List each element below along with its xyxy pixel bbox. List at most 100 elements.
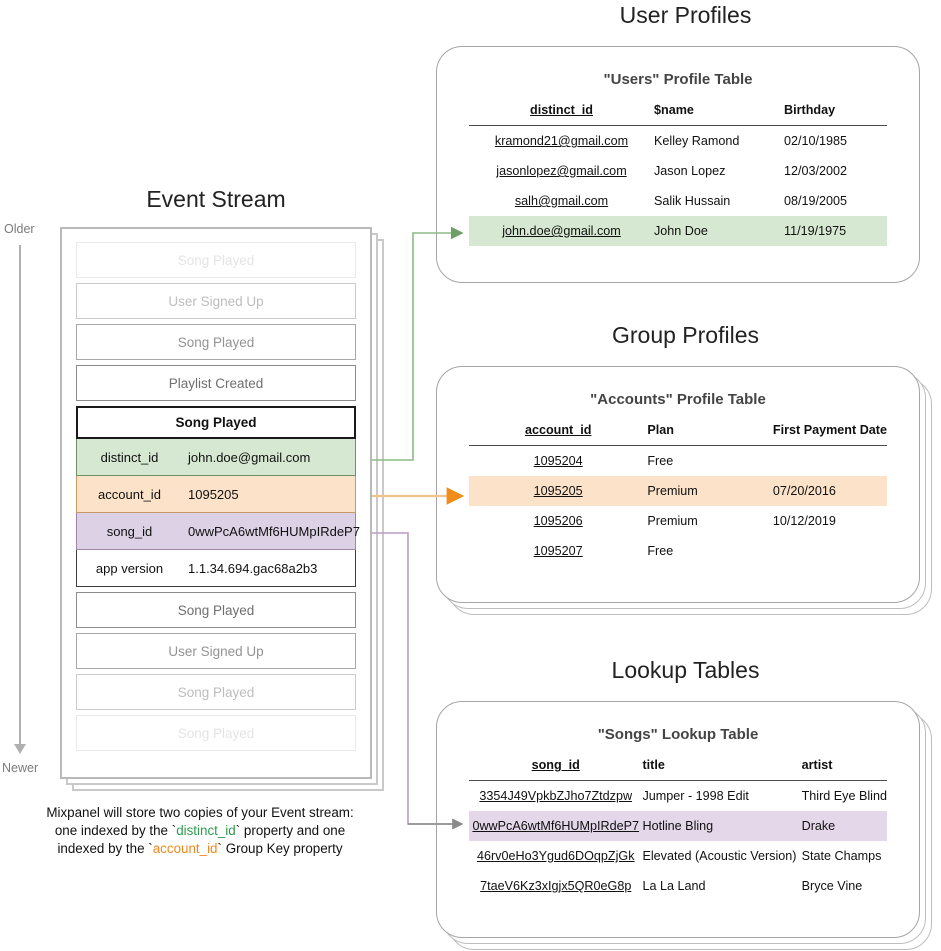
- event-property-value: 0wwPcA6wtMf6HUMpIRdeP7: [188, 523, 360, 539]
- users-profile-table: distinct_id $name Birthday kramond21@gmail…: [469, 100, 887, 246]
- table-cell-text: Elevated (Acoustic Version): [642, 849, 797, 863]
- event-property-value: john.doe@gmail.com: [188, 449, 311, 465]
- table-row[interactable]: jasonlopez@gmail.com Jason Lopez 12/03/200…: [469, 156, 887, 186]
- table-cell: 0wwPcA6wtMf6HUMpIRdeP7: [469, 811, 643, 841]
- event-box-label: Song Played: [177, 334, 255, 350]
- users-table-title: "Users" Profile Table: [603, 71, 753, 88]
- table-cell-text: 0wwPcA6wtMf6HUMpIRdeP7: [472, 819, 640, 833]
- table-cell-text: john.doe@gmail.com: [502, 224, 621, 238]
- table-cell: 02/10/1985: [784, 126, 887, 157]
- event-box[interactable]: Playlist Created: [76, 365, 356, 401]
- lookup-tables-title: Lookup Tables: [611, 657, 760, 683]
- event-box-label: Playlist Created: [168, 375, 264, 391]
- table-cell: Kelley Ramond: [654, 126, 784, 157]
- event-property-value: 1095205: [188, 486, 239, 502]
- table-cell-text: salh@gmail.com: [514, 194, 609, 208]
- table-header-row: distinct_id $name Birthday: [469, 100, 887, 126]
- table-cell-text: 10/12/2019: [772, 514, 836, 528]
- distinct-id-token: distinct_id: [176, 823, 236, 838]
- column-header: artist: [801, 755, 887, 781]
- table-cell-text: jasonlopez@gmail.com: [496, 164, 627, 178]
- table-cell: jasonlopez@gmail.com: [469, 156, 654, 186]
- timeline-axis: [19, 245, 21, 750]
- table-cell: Salik Hussain: [654, 186, 784, 216]
- table-cell: Elevated (Acoustic Version): [642, 841, 801, 871]
- table-cell-text: kramond21@gmail.com: [494, 134, 629, 148]
- table-cell-text: Hotline Bling: [642, 819, 714, 833]
- table-cell: Premium: [647, 476, 773, 506]
- table-cell-text: 02/10/1985: [784, 134, 848, 148]
- event-box[interactable]: Song Played: [76, 715, 356, 751]
- column-header-label: Plan: [647, 423, 674, 437]
- caption-line-2: one indexed by the `distinct_id` propert…: [54, 823, 346, 838]
- column-header: song_id: [469, 755, 643, 781]
- event-box-label: Song Played: [177, 602, 255, 618]
- column-header: First Payment Date: [772, 420, 887, 446]
- table-cell: 08/19/2005: [784, 186, 887, 216]
- event-box[interactable]: User Signed Up: [76, 633, 356, 669]
- table-cell: [773, 536, 887, 566]
- timeline-newer-label: Newer: [2, 761, 39, 775]
- column-header-label: title: [642, 758, 665, 772]
- songs-table-title: "Songs" Lookup Table: [597, 726, 759, 743]
- table-cell-text: 1095205: [533, 484, 583, 498]
- table-cell: Drake: [801, 811, 887, 841]
- table-row[interactable]: 1095204 Free: [469, 446, 887, 477]
- event-property-key: distinct_id: [100, 449, 159, 465]
- table-cell: 46rv0eHo3Ygud6DOqpZjGk: [469, 841, 642, 871]
- table-cell-text: Salik Hussain: [654, 194, 731, 208]
- table-cell: [773, 446, 887, 477]
- table-cell-text: Third Eye Blind: [801, 789, 887, 803]
- event-box-label: User Signed Up: [168, 643, 264, 659]
- table-cell: salh@gmail.com: [469, 186, 654, 216]
- table-cell: 12/03/2002: [784, 156, 887, 186]
- table-cell: Jumper - 1998 Edit: [642, 781, 801, 812]
- table-cell-text: Jason Lopez: [654, 164, 726, 178]
- table-row[interactable]: 3354J49VpkbZJho7Ztdzpw Jumper - 1998 Edit…: [469, 781, 887, 812]
- table-cell: Free: [647, 536, 773, 566]
- event-box[interactable]: Song Played: [76, 324, 356, 360]
- table-row[interactable]: salh@gmail.com Salik Hussain 08/19/2005: [469, 186, 887, 216]
- table-cell: 1095205: [469, 476, 648, 506]
- column-header: $name: [654, 100, 784, 126]
- event-property-row: account_id 1095205: [76, 476, 356, 513]
- column-header: account_id: [469, 420, 648, 446]
- column-header-label: distinct_id: [530, 103, 593, 117]
- table-cell-text: Free: [647, 454, 674, 468]
- timeline-older-label: Older: [4, 222, 35, 236]
- event-stream-title: Event Stream: [146, 186, 286, 212]
- table-cell: 1095207: [469, 536, 647, 566]
- column-header-label: Birthday: [784, 103, 836, 117]
- column-header-label: $name: [654, 103, 694, 117]
- event-property-value: 1.1.34.694.gac68a2b3: [188, 560, 318, 576]
- expanded-event[interactable]: Song Played distinct_id john.doe@gmail.com…: [76, 406, 360, 587]
- table-cell-text: 1095204: [533, 454, 583, 468]
- table-cell-text: Drake: [801, 819, 836, 833]
- table-cell-text: 1095206: [533, 514, 583, 528]
- column-header-label: First Payment Date: [772, 423, 887, 437]
- event-box[interactable]: Song Played: [76, 592, 356, 628]
- table-cell: john.doe@gmail.com: [469, 216, 654, 246]
- table-cell: 07/20/2016: [772, 476, 887, 506]
- event-box-label: Song Played: [177, 252, 255, 268]
- table-cell-text: John Doe: [654, 224, 708, 238]
- event-box[interactable]: User Signed Up: [76, 283, 356, 319]
- table-cell-text: 3354J49VpkbZJho7Ztdzpw: [479, 789, 633, 803]
- event-box[interactable]: Song Played: [76, 242, 356, 278]
- expanded-event-title: Song Played: [76, 406, 356, 439]
- event-property-key: account_id: [98, 486, 161, 502]
- event-box[interactable]: Song Played: [76, 674, 356, 710]
